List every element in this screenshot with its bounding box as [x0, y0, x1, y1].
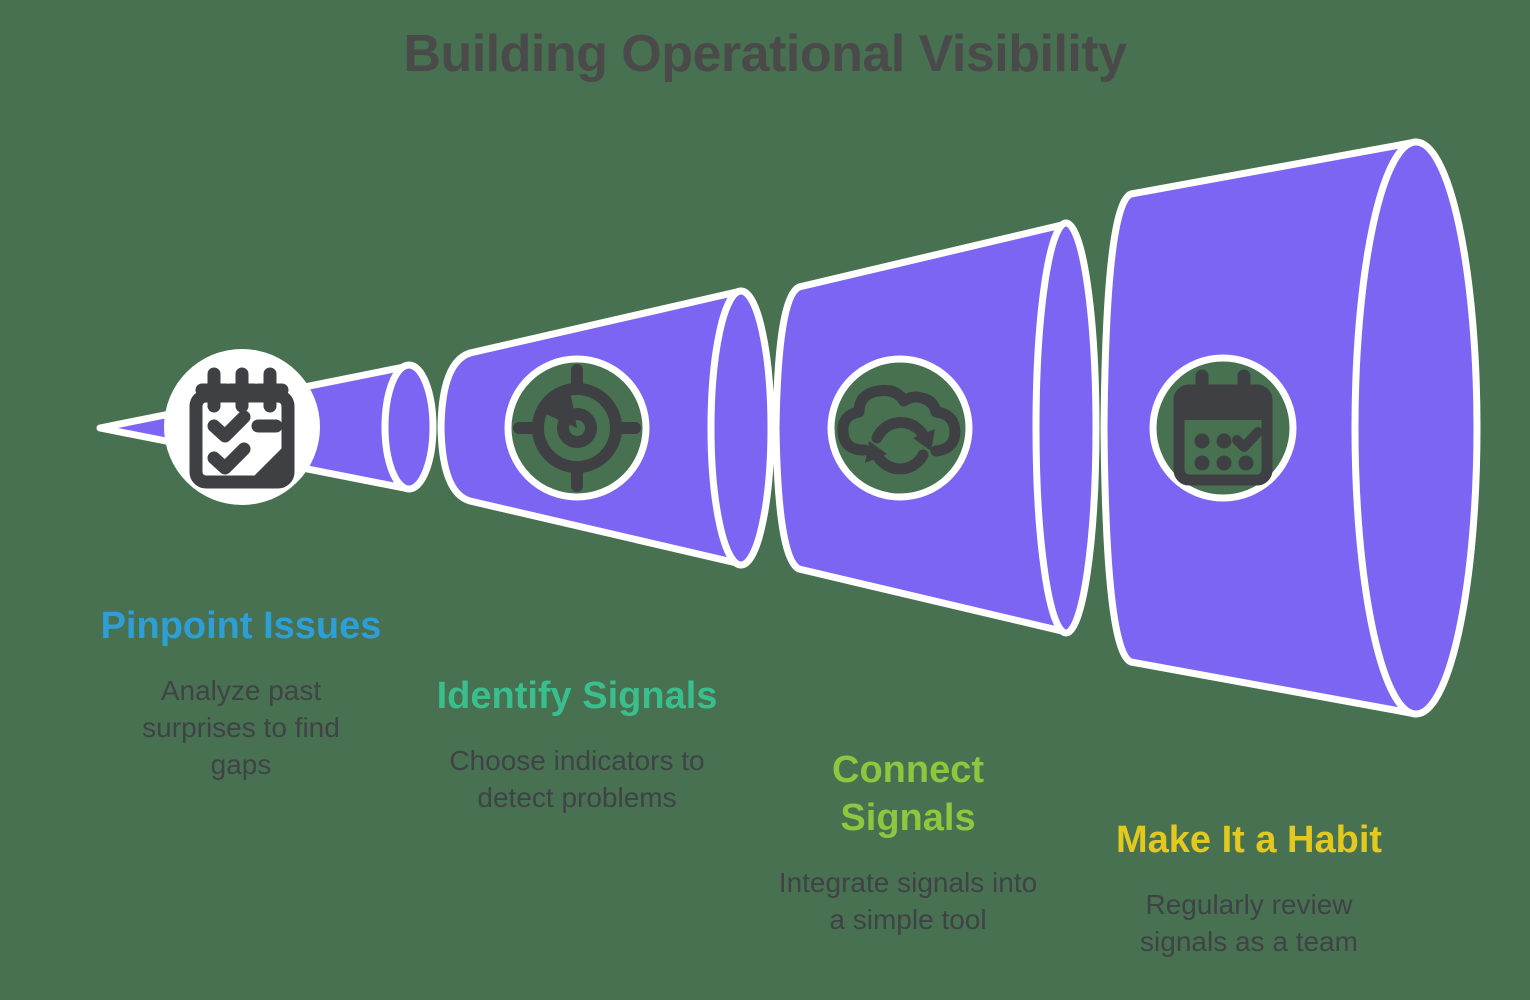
cloud-sync-icon [837, 385, 961, 475]
step-4-description: Regularly review signals as a team [1140, 889, 1358, 957]
step-4-heading: Make It a Habit [1115, 819, 1383, 861]
funnel-segment-2-cap [707, 287, 775, 569]
step-3-heading: Connect Signals [832, 749, 984, 839]
clipboard-checklist-icon [189, 367, 295, 489]
calendar-check-icon [1173, 369, 1273, 486]
step-label-1: Pinpoint Issues Analyze past surprises t… [81, 602, 401, 783]
step-1-heading: Pinpoint Issues [100, 605, 382, 647]
step-label-4: Make It a Habit Regularly review signals… [1089, 816, 1409, 960]
step-2-heading: Identify Signals [436, 675, 718, 717]
step-2-description: Choose indicators to detect problems [449, 745, 705, 813]
step-3-circle [827, 355, 973, 501]
step-label-2: Identify Signals Choose indicators to de… [417, 672, 737, 816]
target-icon [513, 364, 641, 492]
step-label-3: Connect Signals Integrate signals into a… [748, 746, 1068, 938]
funnel-segment-4-cap [1351, 138, 1481, 718]
step-1-description: Analyze past surprises to find gaps [142, 675, 340, 780]
page-title: Building Operational Visibility [403, 25, 1127, 83]
funnel-segment-1-cap [381, 361, 437, 493]
step-3-description: Integrate signals into a simple tool [778, 867, 1038, 935]
funnel-segment-3-cap [1032, 219, 1100, 637]
